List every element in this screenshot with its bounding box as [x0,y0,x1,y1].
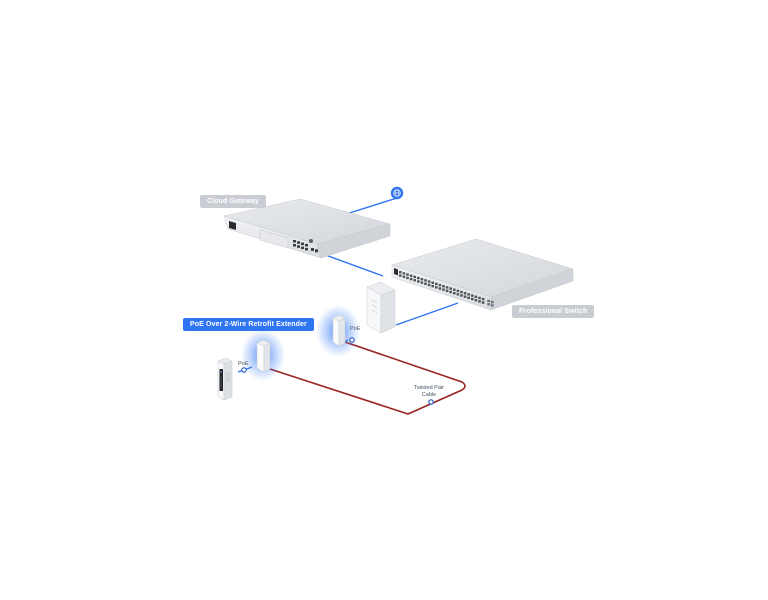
twisted-pair-dot-icon [428,399,434,405]
switch-port [399,274,402,277]
professional-switch-device [391,238,574,311]
switch-port [467,296,470,300]
switch-port [478,300,481,303]
twisted-pair-label-line2: Cable [421,391,437,398]
switch-port [442,288,445,291]
switch-port [406,273,409,276]
switch-port [399,271,402,274]
poe-left-label: PoE [238,361,249,367]
switch-sfp-port [487,299,490,303]
switch-port [417,280,420,283]
switch-port [445,289,449,293]
retrofit-extender-label: PoE Over 2-Wire Retrofit Extender [183,318,314,331]
switch-port [424,279,427,282]
switch-port [478,296,481,300]
switch-port [420,278,424,281]
switch-port [442,285,445,288]
professional-switch-label: Professional Switch [512,305,595,318]
switch-port [417,276,420,280]
switch-port [460,290,463,294]
cloud-gateway-label: Cloud Gateway [200,195,266,208]
switch-port [445,286,449,289]
switch-port [471,297,474,301]
switch-port [402,275,406,278]
retrofit-extender-right [332,314,346,347]
switch-port [431,284,434,288]
switch-port [481,297,485,301]
twisted-pair-label: Twisted Pair Cable [414,385,444,398]
cloud-gateway-device [223,198,391,259]
twisted-pair-label-line1: Twisted Pair [414,385,444,391]
poe-right-label: PoE [350,326,361,332]
switch-port [474,295,478,298]
switch-port [427,280,431,283]
switch-port [435,286,438,289]
switch-port [409,274,413,277]
switch-port [453,291,456,295]
switch-port [463,295,467,298]
switch-port [449,287,452,290]
poe-adapter-device [366,281,396,334]
switch-port [456,293,460,296]
link-internet-gateway [342,193,398,216]
poe-left-port-icon [241,367,247,373]
poe-right-port-icon [349,337,355,343]
switch-port [406,276,409,280]
twisted-pair-cable [269,341,466,415]
switch-port [424,282,427,285]
switch-port [435,282,438,286]
switch-port [420,281,424,284]
switch-port [431,281,434,284]
switch-port [460,294,463,297]
switch-port [413,275,416,279]
switch-sfp-port [490,300,494,304]
switch-port [481,301,485,304]
switch-port [409,277,413,281]
switch-port [449,290,452,294]
switch-port [402,272,406,275]
switch-port [413,279,416,282]
switch-sfp-port [490,304,494,307]
globe-icon [390,186,404,200]
link-gateway-switch [319,252,384,277]
switch-port [467,293,470,296]
switch-sfp-port [487,303,490,306]
access-reader-device [217,357,233,401]
switch-port [456,289,460,293]
switch-port [438,287,442,290]
retrofit-extender-left [256,339,271,373]
switch-port [427,283,431,287]
switch-port [471,294,474,297]
switch-port [438,283,442,287]
switch-port [474,298,478,302]
switch-port [463,292,467,295]
link-switch-adapter [395,302,459,326]
switch-port [453,288,456,291]
